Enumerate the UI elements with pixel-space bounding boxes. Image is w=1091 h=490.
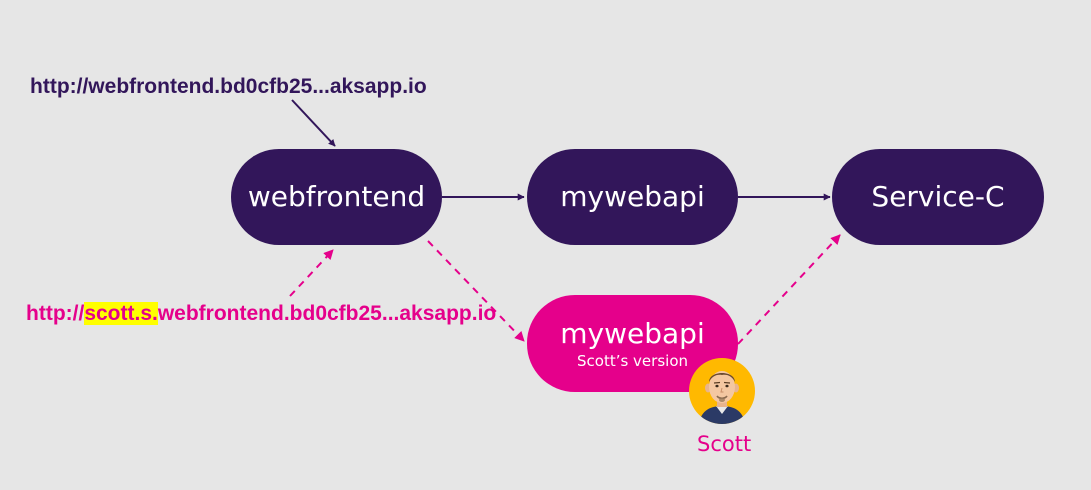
- user-avatar-icon: [689, 358, 755, 424]
- dev-url-space-highlight: scott.s.: [84, 302, 158, 325]
- mywebapi-dev-node: mywebapi Scott’s version: [527, 295, 738, 392]
- mywebapi-node-label: mywebapi: [560, 180, 705, 213]
- dev-url-prefix: http://: [26, 302, 85, 325]
- service-c-node: Service-C: [832, 149, 1044, 245]
- mywebapi-dev-node-label: mywebapi: [560, 316, 705, 350]
- mywebapi-node: mywebapi: [527, 149, 738, 245]
- main-url-label: http://webfrontend.bd0cfb25...aksapp.io: [30, 75, 427, 98]
- webfrontend-to-dev-mywebapi-arrow: [427, 240, 525, 342]
- mywebapi-dev-node-sublabel: Scott’s version: [577, 351, 688, 370]
- dev-url-host: webfrontend.bd0cfb25...aksapp.io: [157, 302, 497, 325]
- url-to-webfrontend-arrow: [291, 99, 336, 147]
- dev-mywebapi-to-service-c-arrow: [737, 234, 841, 345]
- service-c-node-label: Service-C: [871, 180, 1005, 213]
- dev-url-label: http://scott.s.webfrontend.bd0cfb25...ak…: [26, 302, 496, 326]
- dev-url-to-webfrontend-arrow: [289, 249, 334, 297]
- webfrontend-node: webfrontend: [231, 149, 442, 245]
- user-name-label: Scott: [697, 432, 752, 456]
- webfrontend-node-label: webfrontend: [247, 180, 426, 213]
